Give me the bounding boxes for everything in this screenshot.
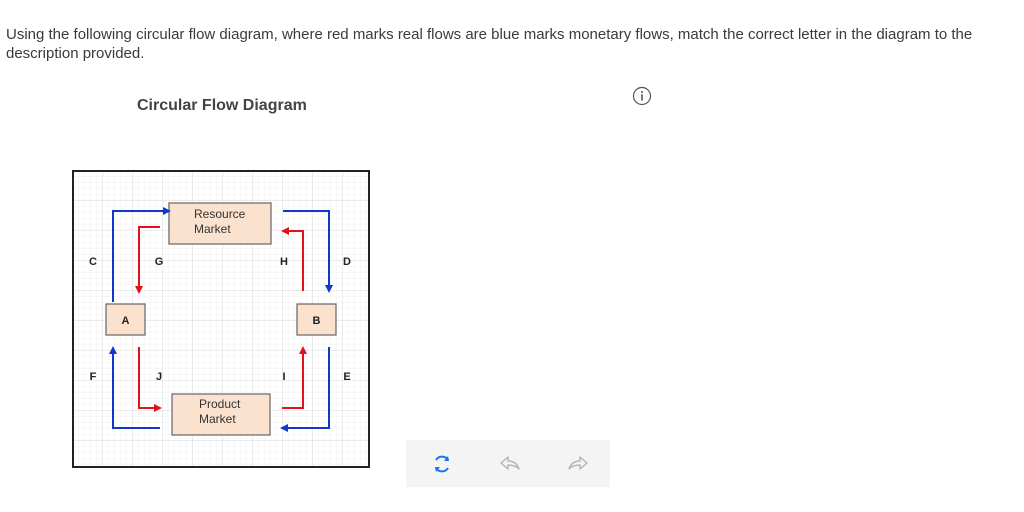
flow-g-arrow bbox=[135, 226, 160, 294]
product-market-label-line2: Market bbox=[199, 412, 236, 426]
label-g: G bbox=[155, 256, 164, 268]
label-i: I bbox=[282, 371, 285, 383]
label-h: H bbox=[280, 256, 288, 268]
circular-flow-diagram: Resource Market Product Market A B bbox=[72, 170, 370, 468]
flow-i-arrow bbox=[282, 346, 307, 409]
reset-icon[interactable] bbox=[428, 450, 456, 478]
flow-f-arrow bbox=[109, 346, 160, 429]
product-market-box: Product Market bbox=[171, 393, 271, 436]
box-a-label: A bbox=[122, 315, 130, 327]
diagram-frame bbox=[72, 170, 370, 468]
flow-j-arrow bbox=[138, 347, 162, 412]
label-d: D bbox=[343, 256, 351, 268]
label-e: E bbox=[343, 371, 350, 383]
label-c: C bbox=[89, 256, 97, 268]
product-market-label-line1: Product bbox=[199, 397, 241, 411]
undo-icon[interactable] bbox=[496, 450, 524, 478]
flow-c-arrow bbox=[112, 207, 171, 302]
label-j: J bbox=[156, 371, 162, 383]
box-b: B bbox=[296, 303, 337, 336]
diagram-toolbar bbox=[406, 440, 610, 487]
info-icon[interactable] bbox=[632, 86, 652, 106]
redo-icon[interactable] bbox=[564, 450, 592, 478]
box-a: A bbox=[105, 303, 146, 336]
flow-h-arrow bbox=[281, 227, 304, 291]
label-f: F bbox=[90, 371, 97, 383]
resource-market-label-line2: Market bbox=[194, 222, 231, 236]
flow-e-arrow bbox=[280, 347, 330, 432]
diagram-title: Circular Flow Diagram bbox=[137, 97, 307, 114]
flow-d-arrow bbox=[283, 210, 333, 293]
resource-market-box: Resource Market bbox=[168, 202, 272, 245]
resource-market-label-line1: Resource bbox=[194, 207, 246, 221]
question-text: Using the following circular flow diagra… bbox=[6, 26, 973, 62]
box-b-label: B bbox=[313, 315, 321, 327]
